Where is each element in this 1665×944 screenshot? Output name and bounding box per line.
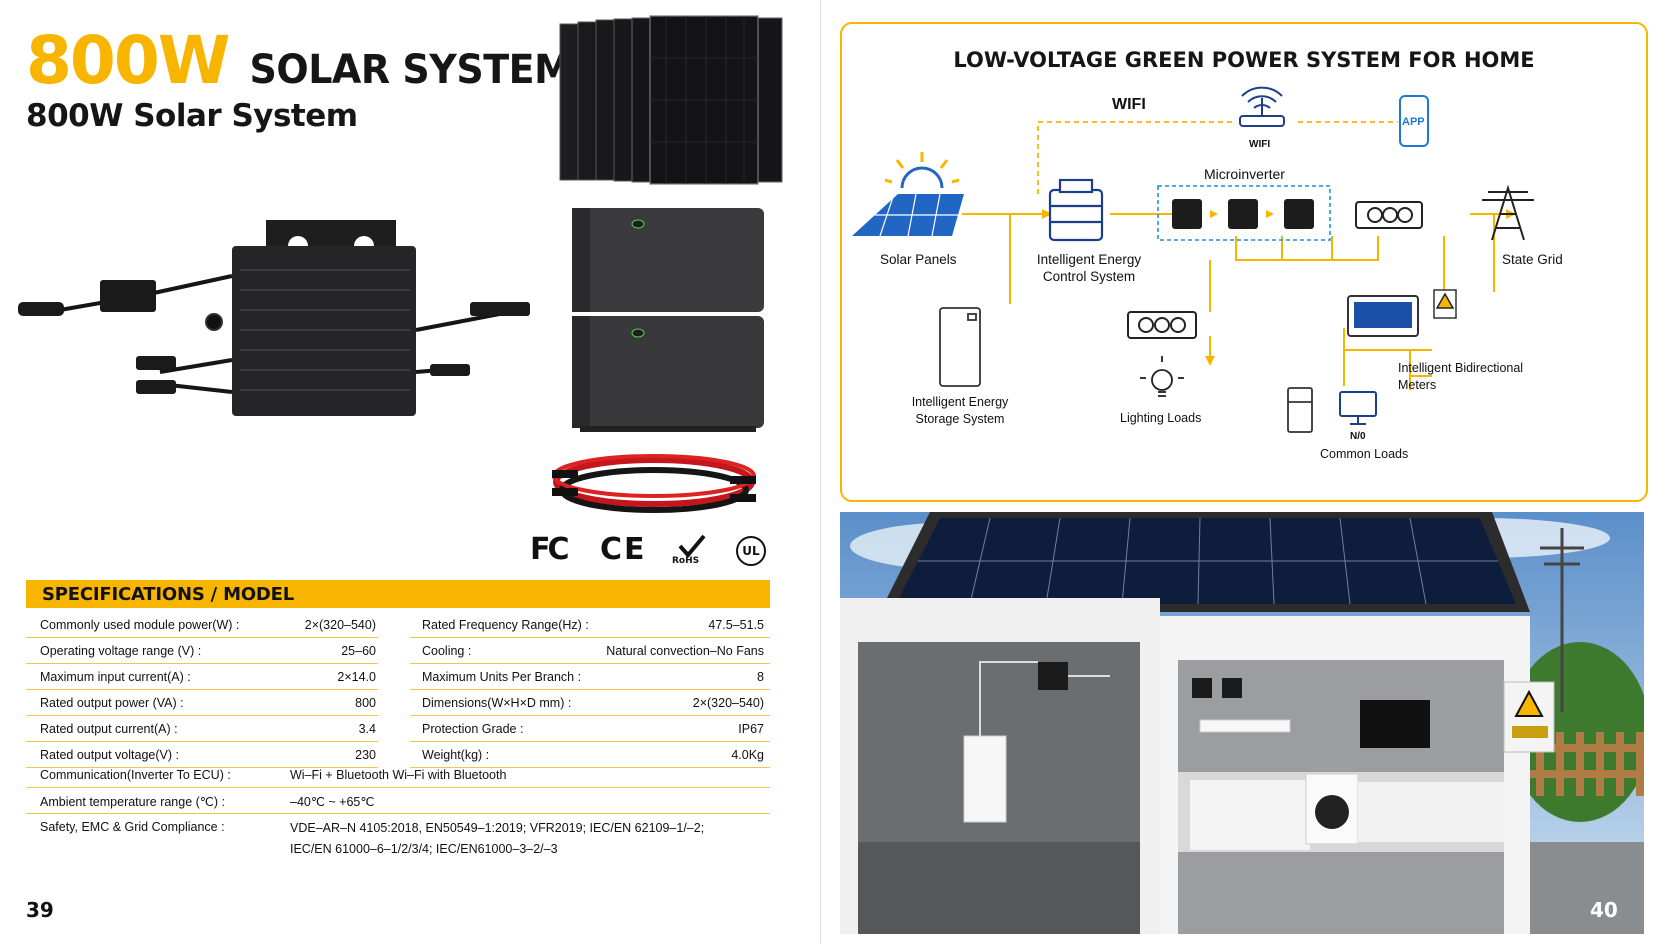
page-spine [820,0,821,944]
product-illustrations [18,15,783,513]
spec-row: Protection Grade : IP67 [410,716,770,742]
spec-header-title: SPECIFICATIONS / MODEL [42,584,295,605]
page-number-left: 39 [26,898,54,922]
spec-row: Maximum Units Per Branch : 8 [410,664,770,690]
spec-value: –40℃ ~ +65℃ [290,795,375,809]
ul-logo: UL [736,536,766,566]
wifi-label: WIFI [1112,96,1146,113]
spec-label: Safety, EMC & Grid Compliance : [40,820,225,834]
system-diagram: LOW-VOLTAGE GREEN POWER SYSTEM FOR HOME [840,22,1648,502]
spec-label: Operating voltage range (V) : [40,644,202,658]
spec-column-right: Rated Frequency Range(Hz) : 47.5–51.5 Coo… [410,612,770,768]
spec-label: Rated output current(A) : [40,722,178,736]
diagram-title: LOW-VOLTAGE GREEN POWER SYSTEM FOR HOME [953,48,1535,72]
spec-column-left: Commonly used module power(W) : 2×(320–54… [26,612,378,768]
bidirectional-meters-label: Intelligent Bidirectional Meters [1398,361,1524,392]
spec-value: 4.0Kg [731,748,764,762]
transmission-tower-icon [1482,184,1534,241]
spec-row: Operating voltage range (V) : 25–60 [26,638,378,664]
app-label: APP [1402,116,1425,128]
spec-value: 800 [355,696,376,710]
storage-cabinet-icon [939,307,981,387]
solar-panels-icon [852,152,964,237]
spec-row: Weight(kg) : 4.0Kg [410,742,770,768]
spec-label: Rated output voltage(V) : [40,748,179,762]
spec-value: 2×(320–540) [304,618,376,632]
monitor-icon [1339,391,1377,425]
spec-value: Wi–Fi + Bluetooth Wi–Fi with Bluetooth [290,768,507,782]
microinverter-label: Microinverter [1204,166,1285,182]
spec-value: Natural convection–No Fans [606,644,764,658]
fridge-icon [1287,387,1313,433]
warning-sign-icon [1433,289,1457,319]
rohs-check-icon [678,534,706,558]
spec-row: Commonly used module power(W) : 2×(320–54… [26,612,378,638]
spec-label: Rated Frequency Range(Hz) : [422,618,589,632]
certification-logos: FC CE RoHS UL [530,532,770,572]
control-system-label: Intelligent Energy Control System [1036,252,1142,284]
bidirectional-meter-icon [1347,295,1419,337]
meter-code-label: N/0 [1350,431,1366,442]
hero-subtitle: 800W Solar System [26,98,358,134]
wifi-router-icon [1239,86,1285,127]
spec-label: Protection Grade : [422,722,524,736]
spec-row: Dimensions(W×H×D mm) : 2×(320–540) [410,690,770,716]
spec-value: 8 [757,670,764,684]
spec-label: Weight(kg) : [422,748,490,762]
wifi-small-label: WIFI [1249,139,1271,150]
hero-title-power: 800W [26,22,231,99]
state-grid-label: State Grid [1502,252,1563,267]
battery-stack-image [572,208,764,432]
spec-value: 25–60 [341,644,376,658]
hero-title-rest: SOLAR SYSTEM [249,47,572,93]
control-system-icon [1048,178,1104,242]
spec-row: Ambient temperature range (℃) : –40℃ ~ +6… [26,788,770,814]
common-loads-label: Common Loads [1320,447,1409,461]
spec-wide-rows: Communication(Inverter To ECU) : Wi–Fi + … [26,762,770,884]
spec-header-bar: SPECIFICATIONS / MODEL [26,580,770,608]
spec-value: 2×(320–540) [692,696,764,710]
spec-row: Safety, EMC & Grid Compliance : VDE–AR–N … [26,814,770,884]
spec-value: 230 [355,748,376,762]
solar-panels-label: Solar Panels [880,252,957,267]
hero-title: 800W SOLAR SYSTEM [26,22,580,99]
socket-strip-icon [1355,201,1423,229]
socket-strip-lower-icon [1127,311,1197,339]
lighting-loads-label: Lighting Loads [1120,411,1202,425]
spec-row: Communication(Inverter To ECU) : Wi–Fi + … [26,762,770,788]
spec-label: Maximum Units Per Branch : [422,670,582,684]
spec-row: Rated output power (VA) : 800 [26,690,378,716]
page-number-right: 40 [1590,898,1618,922]
spec-value: 47.5–51.5 [708,618,764,632]
spec-row: Maximum input current(A) : 2×14.0 [26,664,378,690]
rohs-logo: RoHS [672,556,700,566]
spec-row: Cooling : Natural convection–No Fans [410,638,770,664]
house-illustration [840,512,1644,934]
spec-value: 2×14.0 [337,670,376,684]
spec-row: Rated Frequency Range(Hz) : 47.5–51.5 [410,612,770,638]
cable-set-image [552,454,756,513]
storage-system-label: Intelligent Energy Storage System [911,395,1009,426]
spec-row: Rated output current(A) : 3.4 [26,716,378,742]
ce-logo: CE [600,532,647,567]
spec-label: Ambient temperature range (℃) : [40,795,225,809]
spec-row: Rated output voltage(V) : 230 [26,742,378,768]
spec-label: Cooling : [422,644,472,658]
solar-panels-image [559,15,783,185]
microinverter-group-box [1157,185,1331,241]
fc-logo: FC [530,532,569,567]
microinverter-icons [1172,199,1314,229]
spec-label: Dimensions(W×H×D mm) : [422,696,572,710]
spec-label: Rated output power (VA) : [40,696,184,710]
diagram-graphics [852,86,1534,433]
spec-label: Communication(Inverter To ECU) : [40,768,231,782]
spec-value: 3.4 [358,722,376,736]
spec-value: IP67 [738,722,764,736]
spec-value: VDE–AR–N 4105:2018, EN50549–1:2019; VFR2… [290,821,705,856]
spec-label: Commonly used module power(W) : [40,618,240,632]
phone-app-icon [1399,95,1429,147]
spec-label: Maximum input current(A) : [40,670,191,684]
microinverter-image [18,220,530,416]
light-bulb-icon [1140,356,1184,397]
